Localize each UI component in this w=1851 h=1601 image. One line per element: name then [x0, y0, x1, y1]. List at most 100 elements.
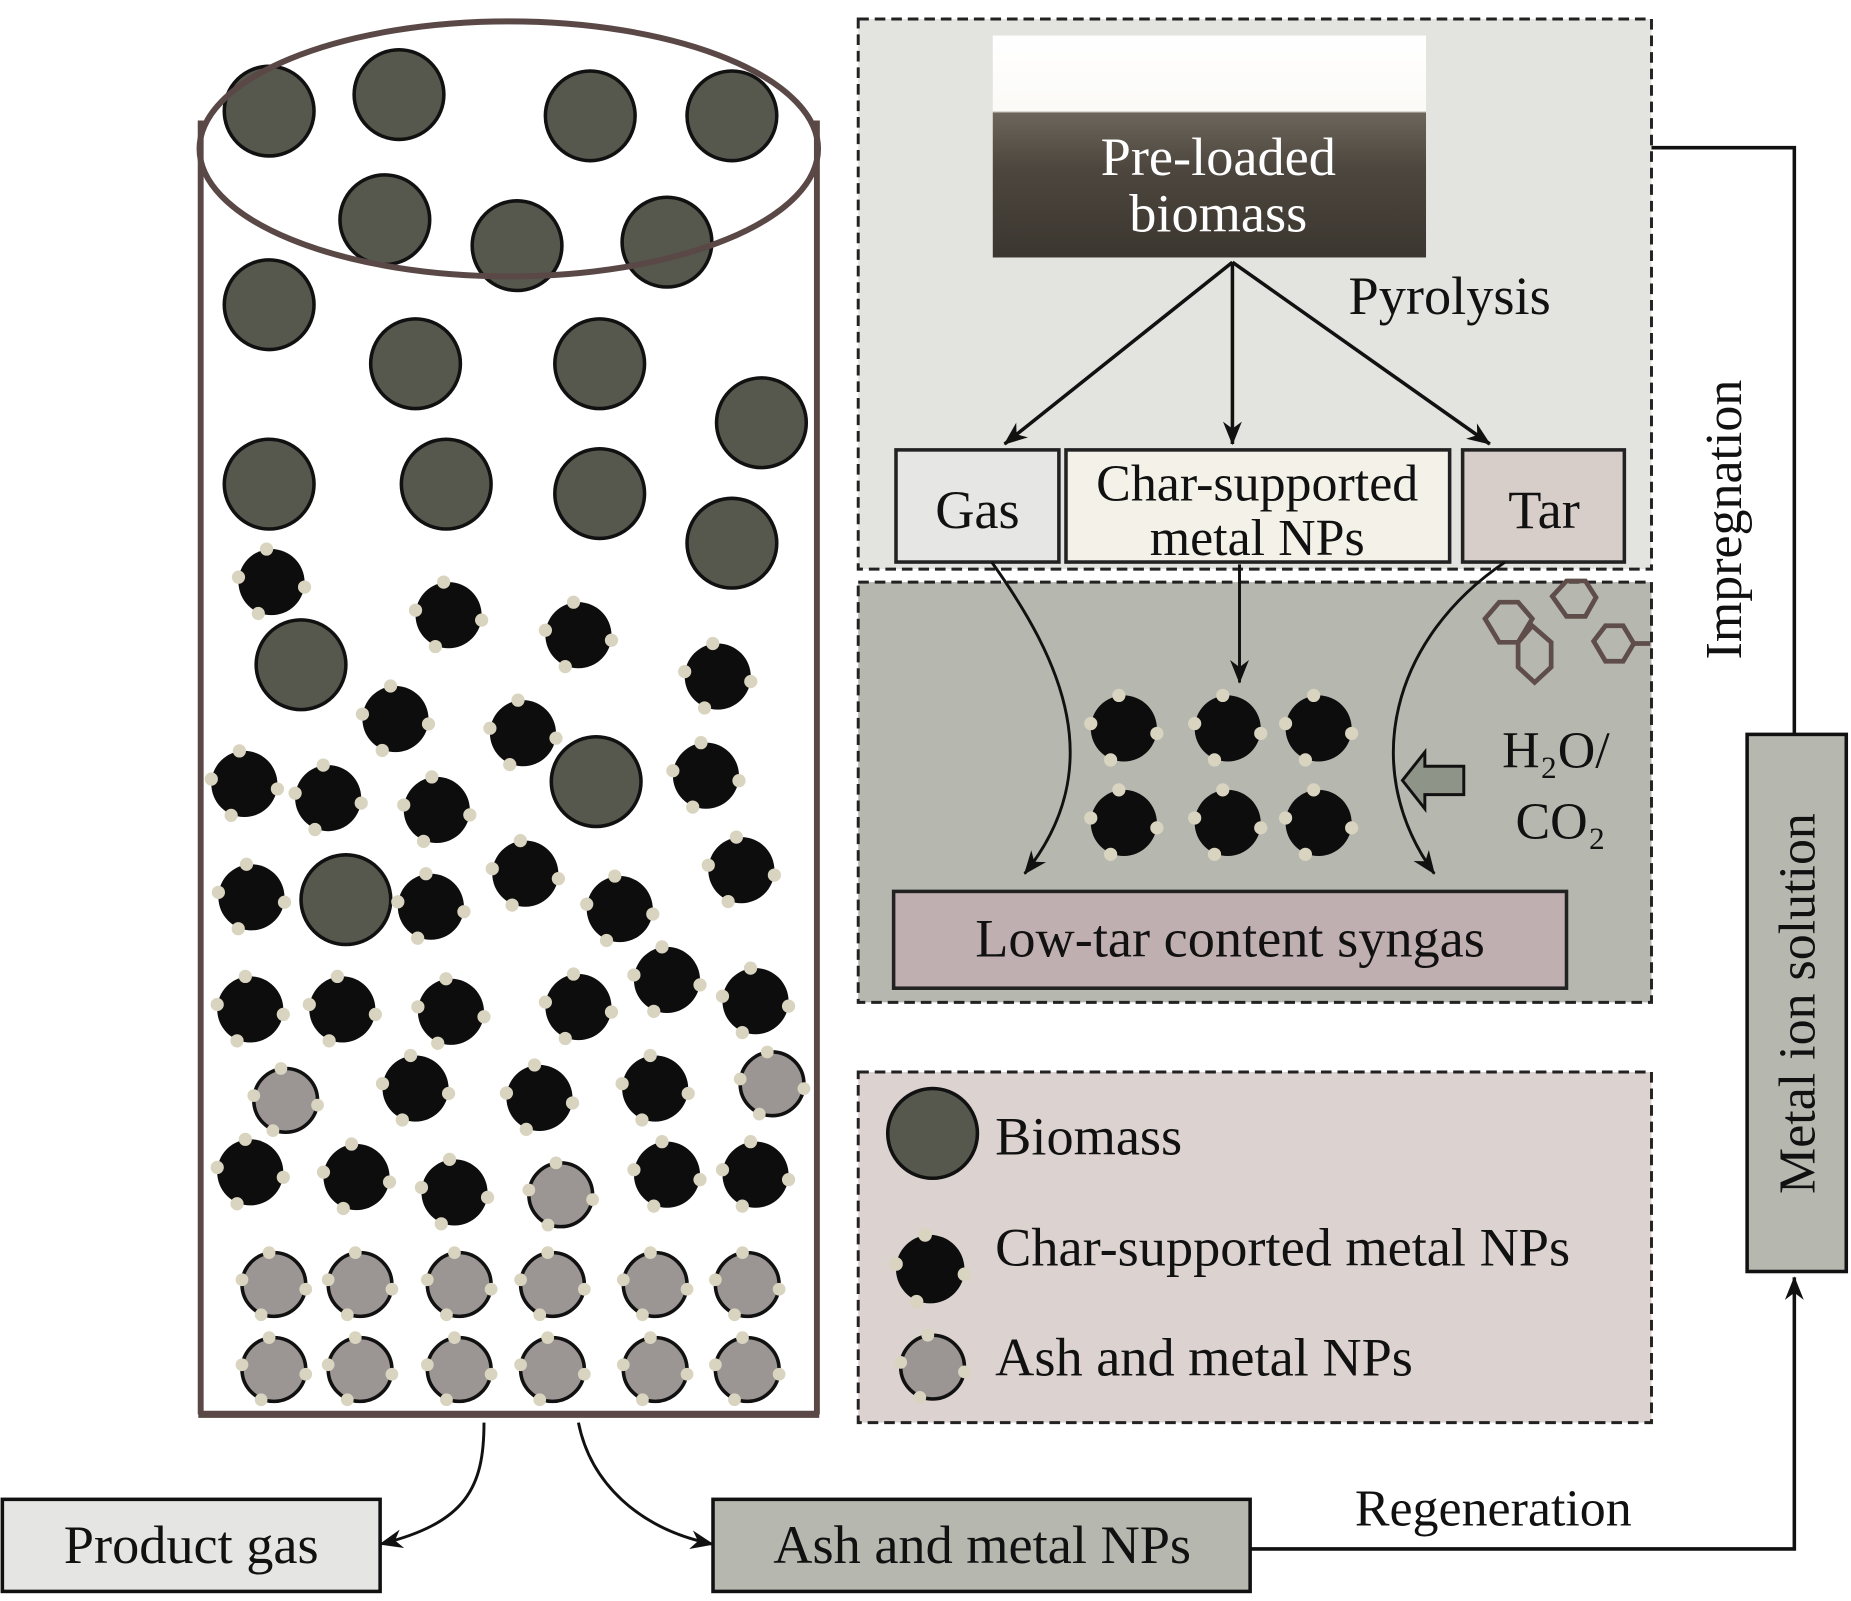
- char-core: [1090, 695, 1157, 762]
- product-gas-box: Product gas: [0, 1497, 382, 1594]
- char-particle: [615, 1048, 695, 1127]
- metal-np-dot: [437, 575, 451, 589]
- biomass-particle: [553, 317, 647, 411]
- metal-np-dot: [627, 968, 641, 982]
- metal-np-dot: [715, 989, 730, 1003]
- ash-output-arrow: [576, 1422, 715, 1549]
- biomass-particle: [543, 69, 637, 163]
- metal-np-dot: [231, 922, 245, 936]
- biomass-particle: [685, 496, 779, 590]
- metal-np-dot: [210, 997, 224, 1012]
- metal-np-dot: [604, 1005, 619, 1019]
- metal-np-dot: [224, 808, 238, 822]
- metal-np-dot: [330, 969, 344, 984]
- metal-np-dot: [533, 1393, 547, 1407]
- metal-np-dot: [434, 1217, 448, 1231]
- biomass-particle: [222, 437, 316, 531]
- char-core: [217, 976, 284, 1043]
- biomass-circle: [553, 317, 647, 411]
- char-core: [211, 750, 278, 818]
- metal-np-dot: [513, 834, 527, 848]
- metal-np-dot: [276, 1170, 290, 1184]
- char-core: [1194, 789, 1261, 856]
- metal-np-dot: [577, 1282, 591, 1296]
- arrow-to-gas: [1003, 260, 1234, 446]
- metal-np-dot: [254, 1308, 268, 1322]
- biomass-circle: [299, 853, 393, 947]
- metal-np-dot: [708, 1358, 722, 1372]
- metal-np-dot: [235, 1273, 249, 1287]
- char-particle: [1278, 688, 1359, 767]
- metal-np-dot: [431, 1036, 445, 1050]
- biomass-circle: [222, 64, 316, 158]
- ash-core: [621, 1335, 689, 1404]
- metal-np-dot: [693, 978, 707, 992]
- ash-particle: [420, 1331, 498, 1407]
- metal-np-dot: [1278, 811, 1293, 825]
- metal-np-dot: [411, 1000, 425, 1014]
- char-particles: [204, 542, 796, 1231]
- biomass-particle: [685, 69, 779, 163]
- char-core: [403, 776, 470, 843]
- metal-np-dot: [566, 595, 581, 609]
- metal-np-dot: [316, 1165, 331, 1179]
- metal-np-dot: [251, 606, 265, 621]
- ash-core: [240, 1250, 308, 1319]
- syngas-label: Low-tar content syngas: [975, 908, 1485, 968]
- ash-core: [326, 1250, 394, 1319]
- char-particle: [485, 834, 565, 912]
- metal-np-dot: [655, 1135, 669, 1149]
- char-core: [586, 876, 653, 943]
- metal-np-dot: [499, 1086, 514, 1100]
- metal-np-dot: [580, 897, 594, 911]
- metal-np-dot: [1112, 688, 1126, 703]
- char-particle: [889, 1228, 972, 1309]
- char-core: [489, 700, 557, 767]
- metal-np-dot: [448, 1246, 461, 1260]
- metal-np-dot: [921, 1328, 935, 1342]
- metal-np-dot: [302, 997, 316, 1012]
- metal-np-dot: [311, 1098, 324, 1112]
- impregnation-label: Impregnation: [1696, 380, 1753, 660]
- char-particle: [715, 1135, 796, 1213]
- metal-np-dot: [419, 867, 433, 881]
- product-gas-arrow: [378, 1422, 486, 1548]
- metal-np-dot: [395, 1113, 409, 1127]
- char-core: [672, 742, 739, 809]
- metal-np-dot: [439, 972, 453, 986]
- biomass-particle: [714, 376, 809, 470]
- pyrolysis-panel: Pre-loaded biomass Pyrolysis Gas Char-su…: [856, 17, 1653, 571]
- biomass-particle: [470, 199, 564, 293]
- biomass-circle: [685, 69, 779, 163]
- metal-np-dot: [615, 1076, 629, 1091]
- agent-label-2: CO₂: [1515, 793, 1605, 850]
- char-particle: [204, 744, 285, 822]
- metal-np-dot: [586, 1193, 599, 1206]
- metal-np-dot: [484, 1367, 498, 1381]
- metal-np-dot: [239, 857, 254, 871]
- char-core: [506, 1064, 573, 1132]
- char-core: [217, 1139, 284, 1206]
- metal-np-dot: [230, 1197, 244, 1211]
- metal-np-dot: [772, 1282, 786, 1296]
- metal-np-dot: [383, 679, 398, 693]
- char-particle: [1084, 688, 1164, 767]
- metal-np-dot: [276, 1007, 290, 1022]
- metal-np-dot: [549, 731, 563, 745]
- metal-np-dot: [566, 967, 581, 981]
- gas-label: Gas: [935, 480, 1019, 540]
- metal-np-dot: [235, 1358, 249, 1372]
- char-particle: [355, 679, 436, 758]
- agent-label-1: H₂O/: [1502, 722, 1610, 779]
- reforming-panel: H₂O/ CO₂ Low-tar content syngas: [856, 560, 1653, 1004]
- metal-np-dot: [736, 1331, 749, 1344]
- metal-np-dot: [680, 1367, 694, 1381]
- metal-np-dot: [274, 1062, 288, 1075]
- metal-np-dot: [1207, 753, 1222, 767]
- metal-np-dot: [706, 636, 720, 651]
- char-label-2: metal NPs: [1150, 510, 1365, 567]
- metal-np-dot: [270, 782, 285, 796]
- metal-np-dot: [336, 1201, 350, 1216]
- metal-np-dot: [262, 1246, 276, 1260]
- ash-particle: [420, 1246, 498, 1322]
